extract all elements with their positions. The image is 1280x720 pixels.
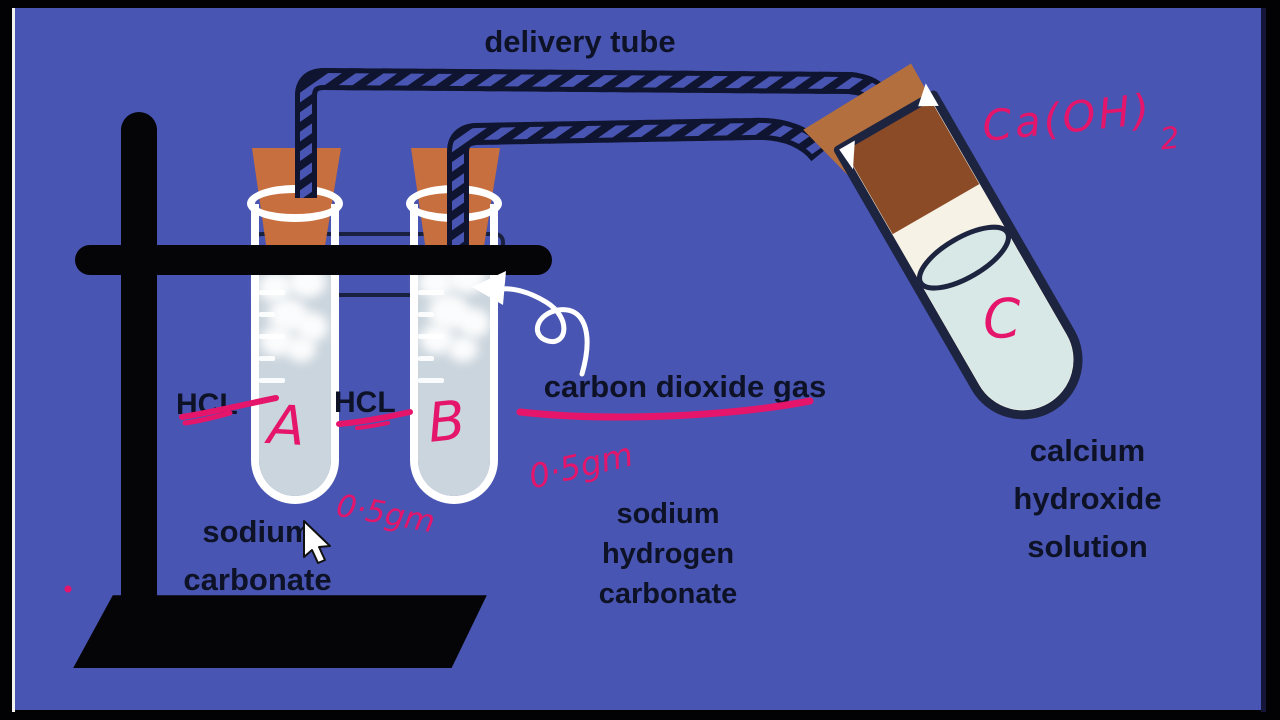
graduation-mark [259, 356, 275, 361]
stray-ink-dot [64, 585, 72, 593]
letterbox-top [0, 0, 1280, 8]
hcl-a-underline [179, 395, 279, 420]
curly-arrow [499, 286, 590, 377]
graduation-mark [418, 312, 434, 317]
gas-bubbles-tube-a [286, 336, 316, 362]
sodium-carbonate-label: sodium carbonate [140, 508, 375, 604]
frame-white-line [12, 8, 15, 712]
hcl-a-underline [182, 410, 233, 426]
hcl-b-underline [355, 421, 390, 430]
hcl-label-b: HCL [334, 386, 396, 419]
frame-navy-line [1261, 8, 1266, 712]
delivery-tube-label: delivery tube [484, 24, 676, 59]
caoh-line1: calcium [1029, 433, 1146, 468]
shc-line1: sodium [616, 498, 720, 530]
gas-bubbles-tube-b [458, 308, 490, 338]
caoh-line2: hydroxide [1013, 481, 1162, 516]
sodium-hydrogen-carbonate-label: sodium hydrogen carbonate [553, 494, 783, 614]
tube-c-letter: C [982, 287, 1022, 351]
sodium-carbonate-line2: carbonate [183, 562, 332, 597]
glass-highlight [918, 83, 939, 107]
retort-stand-base [73, 595, 487, 668]
curly-arrow-head [472, 271, 506, 305]
graduation-mark [259, 312, 275, 317]
letterbox-left [0, 0, 12, 720]
graduation-mark [418, 356, 434, 361]
liquid-meniscus [917, 224, 1011, 291]
calcium-hydroxide-solution-label: calcium hydroxide solution [960, 427, 1215, 571]
shc-line3: carbonate [598, 578, 738, 610]
test-tube-b [410, 204, 498, 504]
letterbox-bottom [0, 710, 1280, 720]
mouse-cursor[interactable] [303, 520, 331, 564]
hcl-b-underline [336, 409, 413, 427]
graduation-mark [259, 378, 285, 383]
letterbox-right [1266, 0, 1280, 720]
gas-bubbles-tube-b [448, 336, 478, 362]
glass-highlight [839, 140, 855, 170]
cork-tube-c-inner [844, 101, 980, 235]
caoh-line3: solution [1027, 529, 1148, 564]
sodium-carbonate-line1: sodium [202, 514, 313, 549]
graduation-mark [418, 378, 444, 383]
retort-stand-clamp-bar [75, 245, 552, 275]
retort-stand-pole [121, 112, 157, 642]
co2-underline [516, 397, 814, 421]
shc-line2: hydrogen [601, 538, 735, 570]
gas-bubbles-tube-a [258, 272, 292, 302]
carbon-dioxide-gas-label: carbon dioxide gas [543, 369, 827, 404]
test-tube-a [251, 204, 339, 504]
